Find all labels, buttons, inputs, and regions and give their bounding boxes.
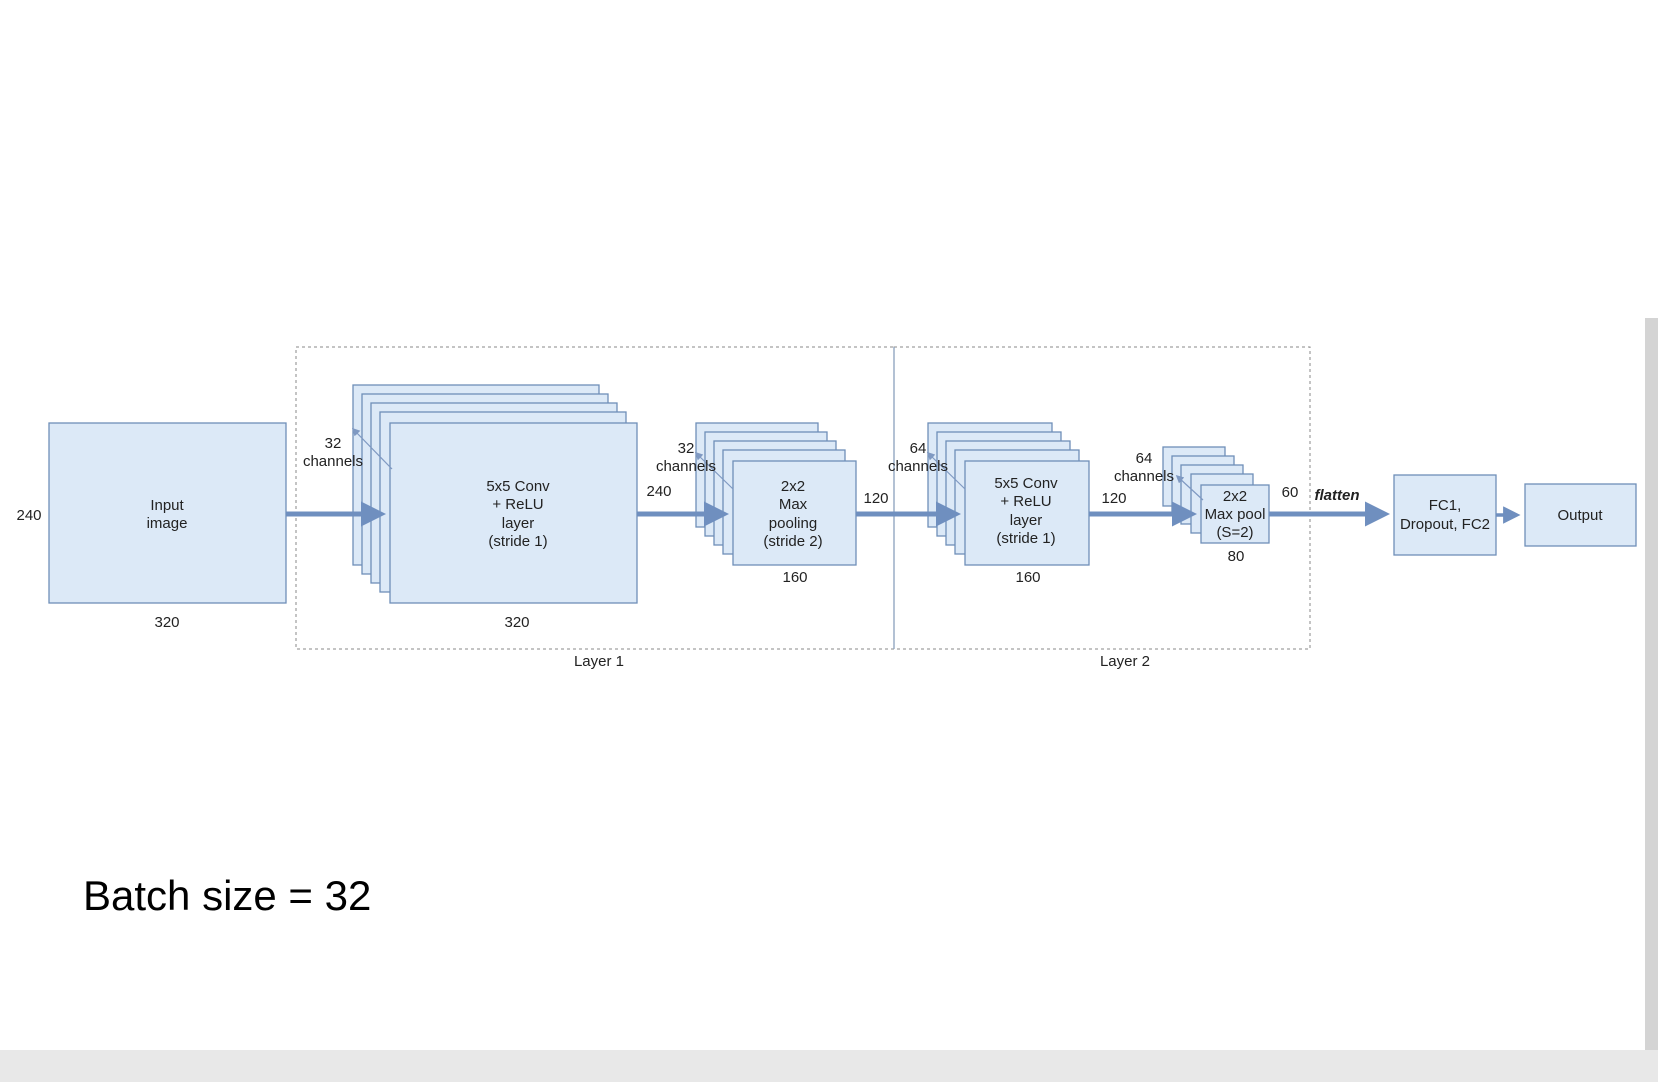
conv2-label-2: + ReLU	[1000, 493, 1051, 510]
pool1-channels-pointer	[694, 451, 734, 490]
conv1-channels-word: channels	[303, 453, 363, 470]
pool2-channels-count: 64	[1136, 450, 1153, 467]
fc-node: FC1, Dropout, FC2	[1393, 474, 1497, 556]
pool1-width-label: 160	[782, 569, 807, 586]
conv2-channels-count: 64	[910, 440, 927, 457]
pool1-label-2: Max	[779, 496, 808, 513]
conv2-node: 5x5 Conv + ReLU layer (stride 1)	[927, 422, 1090, 566]
conv1-width-label: 320	[504, 614, 529, 631]
conv2-label-1: 5x5 Conv	[994, 475, 1058, 492]
pool2-label-3: (S=2)	[1216, 524, 1253, 541]
flatten-label: flatten	[1315, 487, 1360, 504]
conv1-node: 5x5 Conv + ReLU layer (stride 1)	[352, 384, 638, 604]
conv2-label-4: (stride 1)	[996, 530, 1055, 547]
layer1-label: Layer 1	[574, 653, 624, 670]
pool1-height-label: 120	[863, 490, 888, 507]
conv1-channels-count: 32	[325, 435, 342, 452]
conv1-label-4: (stride 1)	[488, 533, 547, 550]
conv2-channels-word: channels	[888, 458, 948, 475]
conv2-channels-pointer	[926, 451, 966, 490]
conv1-height-label: 240	[646, 483, 671, 500]
conv1-channels-pointer	[351, 427, 393, 470]
output-label: Output	[1557, 507, 1603, 524]
input-label-2: image	[147, 515, 188, 532]
pool2-channels-pointer	[1175, 474, 1204, 501]
output-node: Output	[1524, 483, 1637, 547]
page-edge-shadow	[1645, 318, 1658, 1058]
pool2-label-1: 2x2	[1223, 488, 1247, 505]
conv1-label-1: 5x5 Conv	[486, 478, 550, 495]
fc-label-2: Dropout, FC2	[1400, 516, 1490, 533]
fc-label-1: FC1,	[1429, 497, 1462, 514]
batch-size-label: Batch size = 32	[83, 872, 372, 919]
input-image-node: Input image	[48, 422, 287, 604]
pool1-label-4: (stride 2)	[763, 533, 822, 550]
conv2-label-3: layer	[1010, 512, 1043, 529]
input-width-label: 320	[154, 614, 179, 631]
pool1-channels-word: channels	[656, 458, 716, 475]
pool2-node: 2x2 Max pool (S=2)	[1162, 446, 1270, 544]
page-bottom-band	[0, 1050, 1658, 1082]
layer2-label: Layer 2	[1100, 653, 1150, 670]
conv1-label-3: layer	[502, 515, 535, 532]
conv2-height-label: 120	[1101, 490, 1126, 507]
pool1-label-1: 2x2	[781, 478, 805, 495]
pool2-label-2: Max pool	[1205, 506, 1266, 523]
pool1-channels-count: 32	[678, 440, 695, 457]
conv2-width-label: 160	[1015, 569, 1040, 586]
pool1-label-3: pooling	[769, 515, 817, 532]
pool1-node: 2x2 Max pooling (stride 2)	[695, 422, 857, 566]
input-height-label: 240	[16, 507, 41, 524]
input-label-1: Input	[150, 497, 184, 514]
pool2-channels-word: channels	[1114, 468, 1174, 485]
pool2-width-label: 80	[1228, 548, 1245, 565]
pool2-height-label: 60	[1282, 484, 1299, 501]
conv1-label-2: + ReLU	[492, 496, 543, 513]
